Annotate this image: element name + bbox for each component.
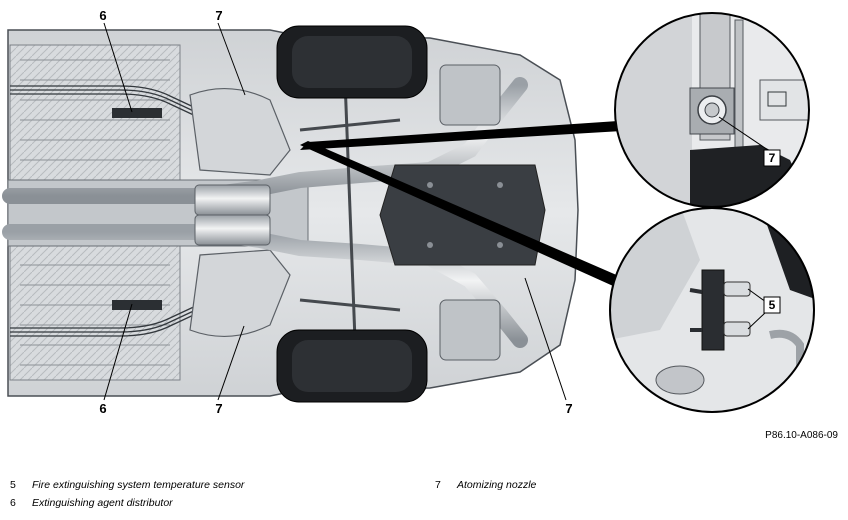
legend-item: 7 Atomizing nozzle: [435, 479, 536, 491]
callout-rear-nozzle: 7: [565, 401, 572, 416]
inset-detail-bottom: 5: [609, 207, 815, 413]
legend-row: 6 Extinguishing agent distributor: [10, 497, 840, 515]
legend-number: 5: [10, 479, 16, 491]
inset-bottom-callout: 5: [769, 298, 776, 312]
legend-number: 7: [435, 479, 441, 491]
connector-beam-top: [300, 121, 622, 150]
legend-text: Atomizing nozzle: [457, 479, 537, 491]
inset-detail-top: 7: [614, 12, 810, 208]
connector-beam-bottom: [300, 141, 628, 290]
inset-top-callout: 7: [769, 151, 776, 165]
legend-number: 6: [10, 497, 16, 509]
figure-reference: P86.10-A086-09: [765, 430, 838, 441]
leader-lines: [103, 22, 567, 401]
callout-top-nozzle: 7: [215, 8, 222, 23]
underbody-drawing: [2, 25, 579, 403]
legend-item: 6 Extinguishing agent distributor: [10, 497, 173, 509]
callout-top-distributor: 6: [99, 8, 106, 23]
legend-row: 5 Fire extinguishing system temperature s…: [10, 479, 840, 497]
callout-bottom-nozzle: 7: [215, 401, 222, 416]
legend-text: Fire extinguishing system temperature se…: [32, 479, 245, 491]
legend: 5 Fire extinguishing system temperature s…: [10, 479, 840, 515]
legend-item: 5 Fire extinguishing system temperature s…: [10, 479, 244, 491]
legend-text: Extinguishing agent distributor: [32, 497, 173, 509]
callout-bottom-distributor: 6: [99, 401, 106, 416]
